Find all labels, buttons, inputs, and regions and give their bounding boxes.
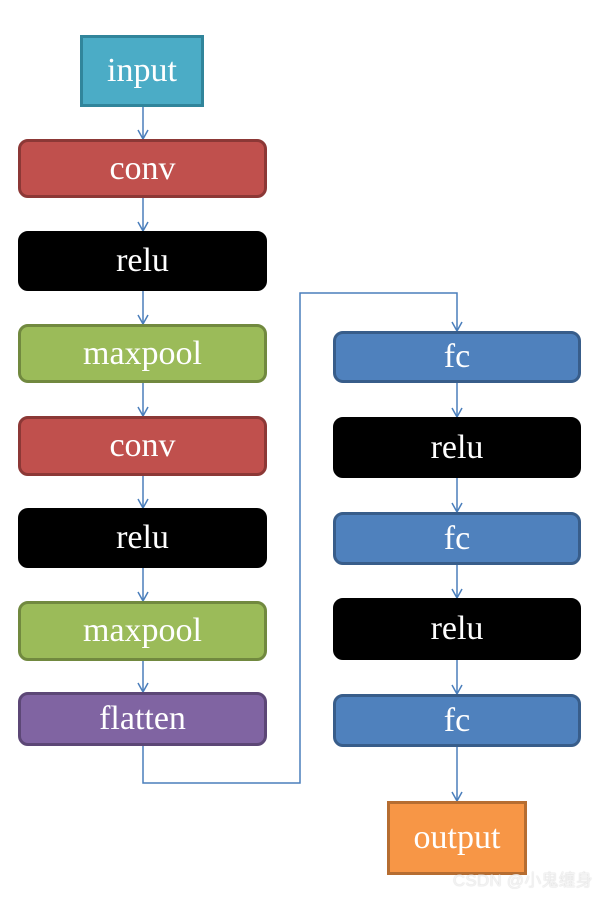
arrow-flatten-fc1 [142, 292, 463, 784]
node-flatten: flatten [18, 692, 267, 746]
node-maxpool-1: maxpool [18, 324, 267, 383]
node-maxpool-2: maxpool [18, 601, 267, 661]
node-output: output [387, 801, 527, 875]
node-conv-2: conv [18, 416, 267, 476]
node-fc-2: fc [333, 512, 581, 565]
csdn-watermark: CSDN @小鬼缠身 [452, 871, 593, 890]
node-fc-3: fc [333, 694, 581, 747]
node-input: input [80, 35, 204, 107]
node-relu-1: relu [18, 231, 267, 291]
node-conv-1: conv [18, 139, 267, 198]
node-relu-2: relu [18, 508, 267, 568]
node-fc-1: fc [333, 331, 581, 383]
node-relu-4: relu [333, 598, 581, 660]
node-relu-3: relu [333, 417, 581, 478]
